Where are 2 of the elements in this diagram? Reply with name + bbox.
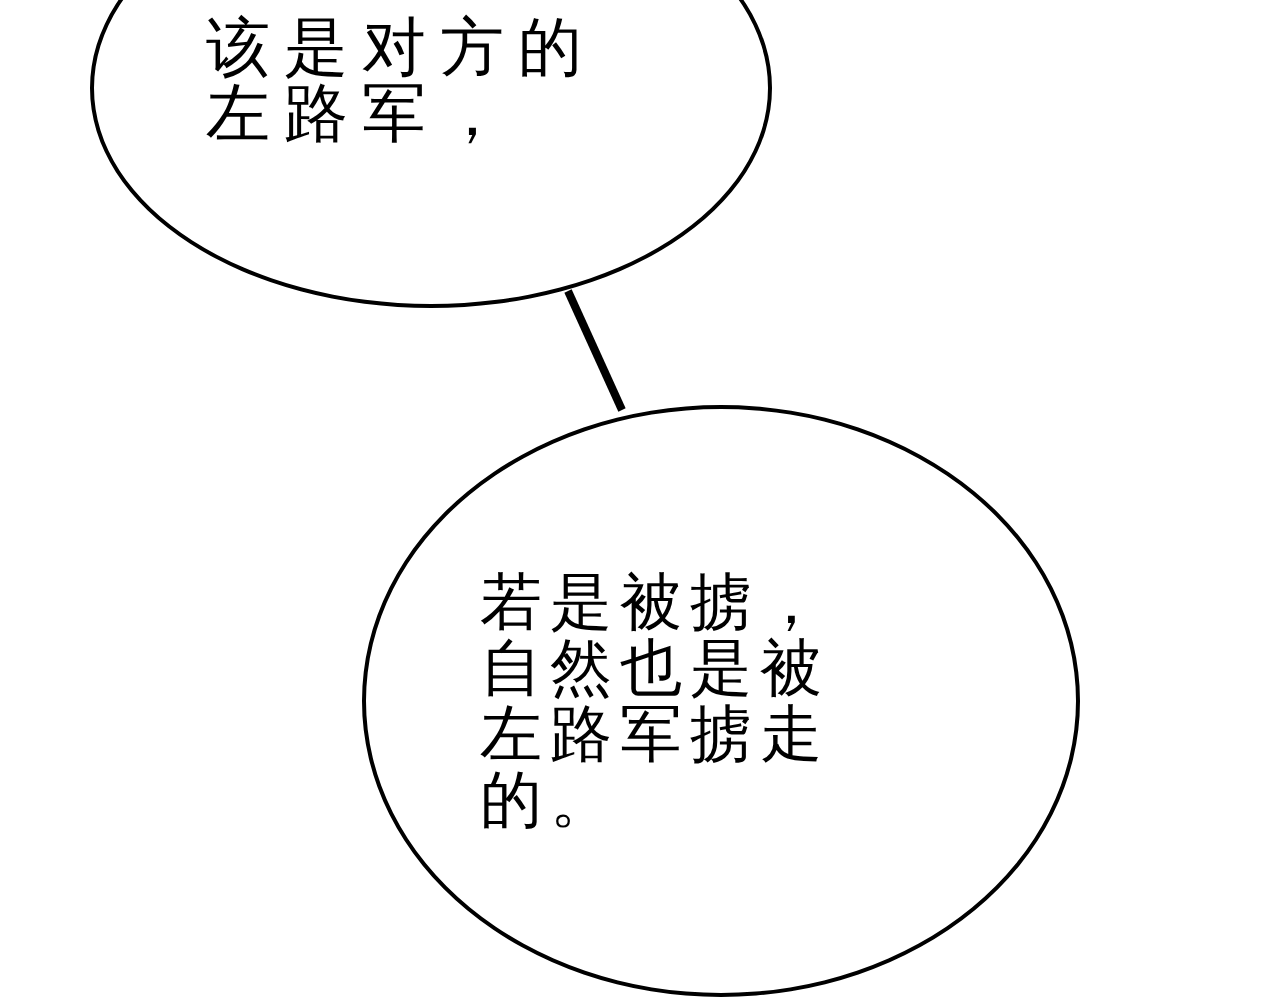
speech-text: 若是被掳，自然也是被左路军掳走的。 [480,569,831,833]
speech-text: 该是对方的左路军， [206,14,597,146]
